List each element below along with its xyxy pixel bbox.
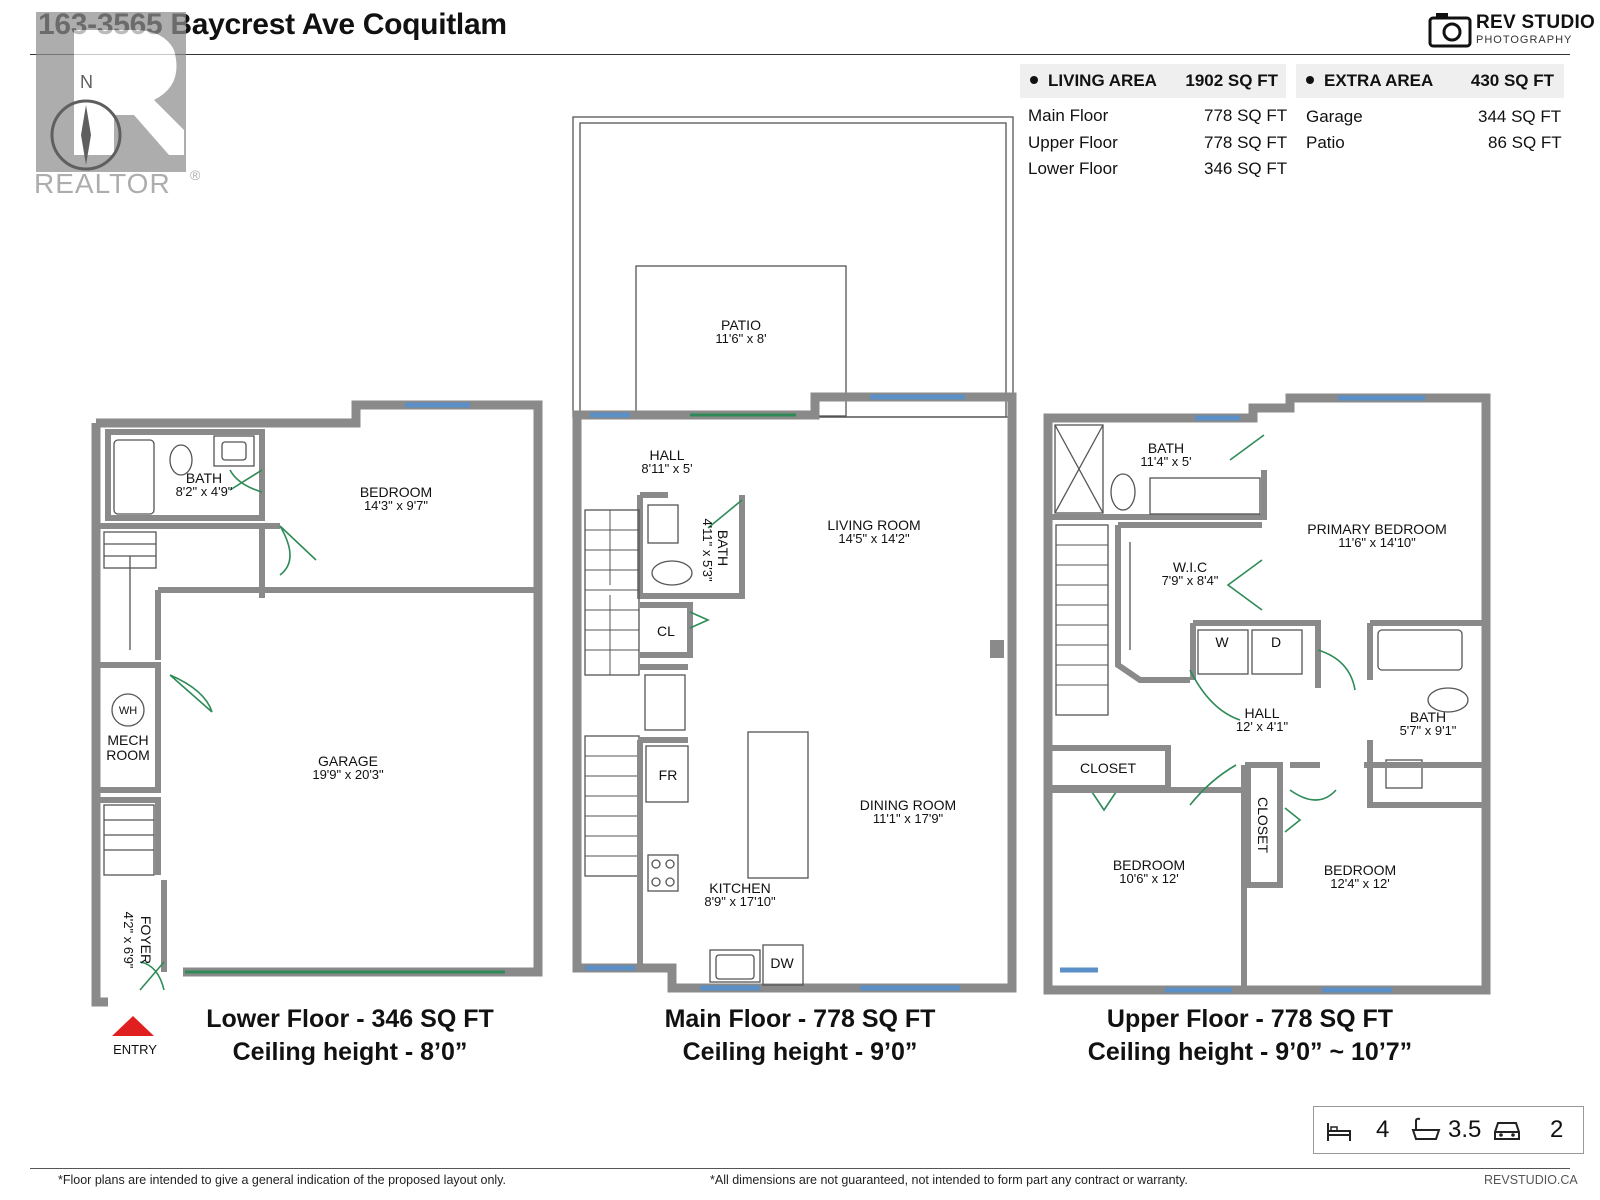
room-name: FOYER <box>138 916 154 964</box>
camera-icon <box>1428 13 1472 48</box>
upper-floor-caption: Upper Floor - 778 SQ FT Ceiling height -… <box>1040 1003 1460 1069</box>
room-dims: 11'6" x 14'10" <box>1338 535 1416 550</box>
beds-count: 4 <box>1376 1116 1390 1143</box>
dryer-label: D <box>1271 634 1281 650</box>
ceiling-height: Ceiling height - 8’0” <box>232 1038 468 1066</box>
car-icon <box>1494 1122 1520 1140</box>
room-name: DINING ROOM <box>860 797 956 813</box>
extra-area-total: 430 SQ FT <box>1470 71 1554 90</box>
floor-area: Lower Floor - 346 SQ FT <box>206 1005 494 1033</box>
property-stats: 4 3.5 2 <box>1313 1106 1584 1154</box>
room-name: HALL <box>649 447 684 463</box>
extra-area-label: EXTRA AREA <box>1324 71 1434 90</box>
room-name: KITCHEN <box>709 880 770 896</box>
room-dims: 4'11" x 5'3" <box>700 518 715 581</box>
room-name: BATH <box>1148 440 1184 456</box>
room-name: LIVING ROOM <box>827 517 920 533</box>
main-floor-caption: Main Floor - 778 SQ FT Ceiling height - … <box>600 1003 1000 1069</box>
room-dims: 11'6" x 8' <box>715 331 766 346</box>
brand-name: REV STUDIO <box>1476 12 1596 33</box>
realtor-text: REALTOR <box>34 168 171 199</box>
room-dims: 12'4" x 12' <box>1330 876 1389 891</box>
extra-row-value: 344 SQ FT <box>1478 107 1562 126</box>
registered-mark: ® <box>190 167 201 183</box>
extra-row-value: 86 SQ FT <box>1488 133 1562 152</box>
room-dims: 11'4" x 5' <box>1140 454 1191 469</box>
closet-label: CLOSET <box>1080 760 1136 776</box>
washer-label: W <box>1215 634 1229 650</box>
room-dims: 10'6" x 12' <box>1119 871 1178 886</box>
extra-row-name: Patio <box>1306 133 1345 152</box>
room-dims: 14'5" x 14'2" <box>838 531 910 546</box>
floor-area: Main Floor - 778 SQ FT <box>664 1005 936 1033</box>
water-heater-label: WH <box>119 705 137 717</box>
ceiling-height: Ceiling height - 9’0” ~ 10’7” <box>1087 1038 1413 1066</box>
footer-divider <box>30 1168 1570 1169</box>
living-row-name: Upper Floor <box>1028 133 1118 152</box>
room-name: W.I.C <box>1173 559 1207 575</box>
room-dims: 8'9" x 17'10" <box>704 894 776 909</box>
room-dims: 8'11" x 5' <box>641 461 692 476</box>
entry-marker-icon <box>112 1016 154 1036</box>
room-name: BATH <box>186 470 222 486</box>
room-name: BATH <box>715 530 731 566</box>
room-name: ROOM <box>106 747 150 763</box>
lower-floor-caption: Lower Floor - 346 SQ FT Ceiling height -… <box>160 1003 540 1069</box>
living-area-header: LIVING AREA 1902 SQ FT <box>1020 64 1286 98</box>
bullet-icon <box>1030 75 1038 84</box>
room-name: GARAGE <box>318 753 378 769</box>
living-row-value: 778 SQ FT <box>1204 133 1288 152</box>
dishwasher-label: DW <box>770 955 794 971</box>
north-label: N <box>80 72 93 92</box>
room-name: HALL <box>1244 705 1279 721</box>
room-name: BEDROOM <box>360 484 432 500</box>
room-name: PATIO <box>721 317 761 333</box>
bed-icon <box>1327 1123 1351 1141</box>
ceiling-height: Ceiling height - 9’0” <box>682 1038 918 1066</box>
room-name: BEDROOM <box>1324 862 1396 878</box>
upper-floor-plan: BATH 11'4" x 5' PRIMARY BEDROOM 11'6" x … <box>1043 393 1491 995</box>
bathtub-icon <box>1411 1117 1441 1140</box>
header-divider <box>30 54 1570 55</box>
room-dims: 4'2" x 6'9" <box>121 912 136 969</box>
room-name: BEDROOM <box>1113 857 1185 873</box>
main-floor-plan: PATIO 11'6" x 8' HALL 8'11" x 5' BATH 4'… <box>572 116 1017 993</box>
room-dims: 11'1" x 17'9" <box>873 811 944 826</box>
realtor-watermark: N REALTOR ® <box>34 12 201 199</box>
parking-count: 2 <box>1550 1116 1564 1143</box>
room-dims: 12' x 4'1" <box>1236 719 1289 734</box>
lower-floor-plan: BATH 8'2" x 4'9" BEDROOM 14'3" x 9'7" GA… <box>91 400 543 1057</box>
closet-label: CLOSET <box>1255 797 1271 853</box>
living-row-name: Main Floor <box>1028 106 1109 125</box>
footer-note-left: *Floor plans are intended to give a gene… <box>58 1173 506 1187</box>
room-dims: 14'3" x 9'7" <box>364 498 428 513</box>
living-area-total: 1902 SQ FT <box>1185 71 1278 90</box>
extra-row-name: Garage <box>1306 107 1363 126</box>
room-dims: 7'9" x 8'4" <box>1162 573 1219 588</box>
bullet-icon <box>1306 75 1314 84</box>
living-row-value: 778 SQ FT <box>1204 106 1288 125</box>
baths-count: 3.5 <box>1448 1116 1482 1143</box>
room-name: PRIMARY BEDROOM <box>1307 521 1447 537</box>
room-name: BATH <box>1410 709 1446 725</box>
room-dims: 5'7" x 9'1" <box>1400 723 1457 738</box>
brand-subtitle: PHOTOGRAPHY <box>1476 34 1573 46</box>
entry-label: ENTRY <box>113 1042 157 1057</box>
fridge-label: FR <box>659 767 678 783</box>
closet-label: CL <box>657 623 675 639</box>
living-row-value: 346 SQ FT <box>1204 159 1288 178</box>
footer-site: REVSTUDIO.CA <box>1484 1173 1578 1187</box>
living-row-name: Lower Floor <box>1028 159 1118 178</box>
room-dims: 19'9" x 20'3" <box>312 767 384 782</box>
room-dims: 8'2" x 4'9" <box>176 484 233 499</box>
room-name: MECH <box>107 732 148 748</box>
living-area-label: LIVING AREA <box>1048 71 1157 90</box>
extra-area-header: EXTRA AREA 430 SQ FT <box>1296 64 1564 98</box>
floor-area: Upper Floor - 778 SQ FT <box>1106 1005 1394 1033</box>
footer-note-center: *All dimensions are not guaranteed, not … <box>710 1173 1188 1187</box>
